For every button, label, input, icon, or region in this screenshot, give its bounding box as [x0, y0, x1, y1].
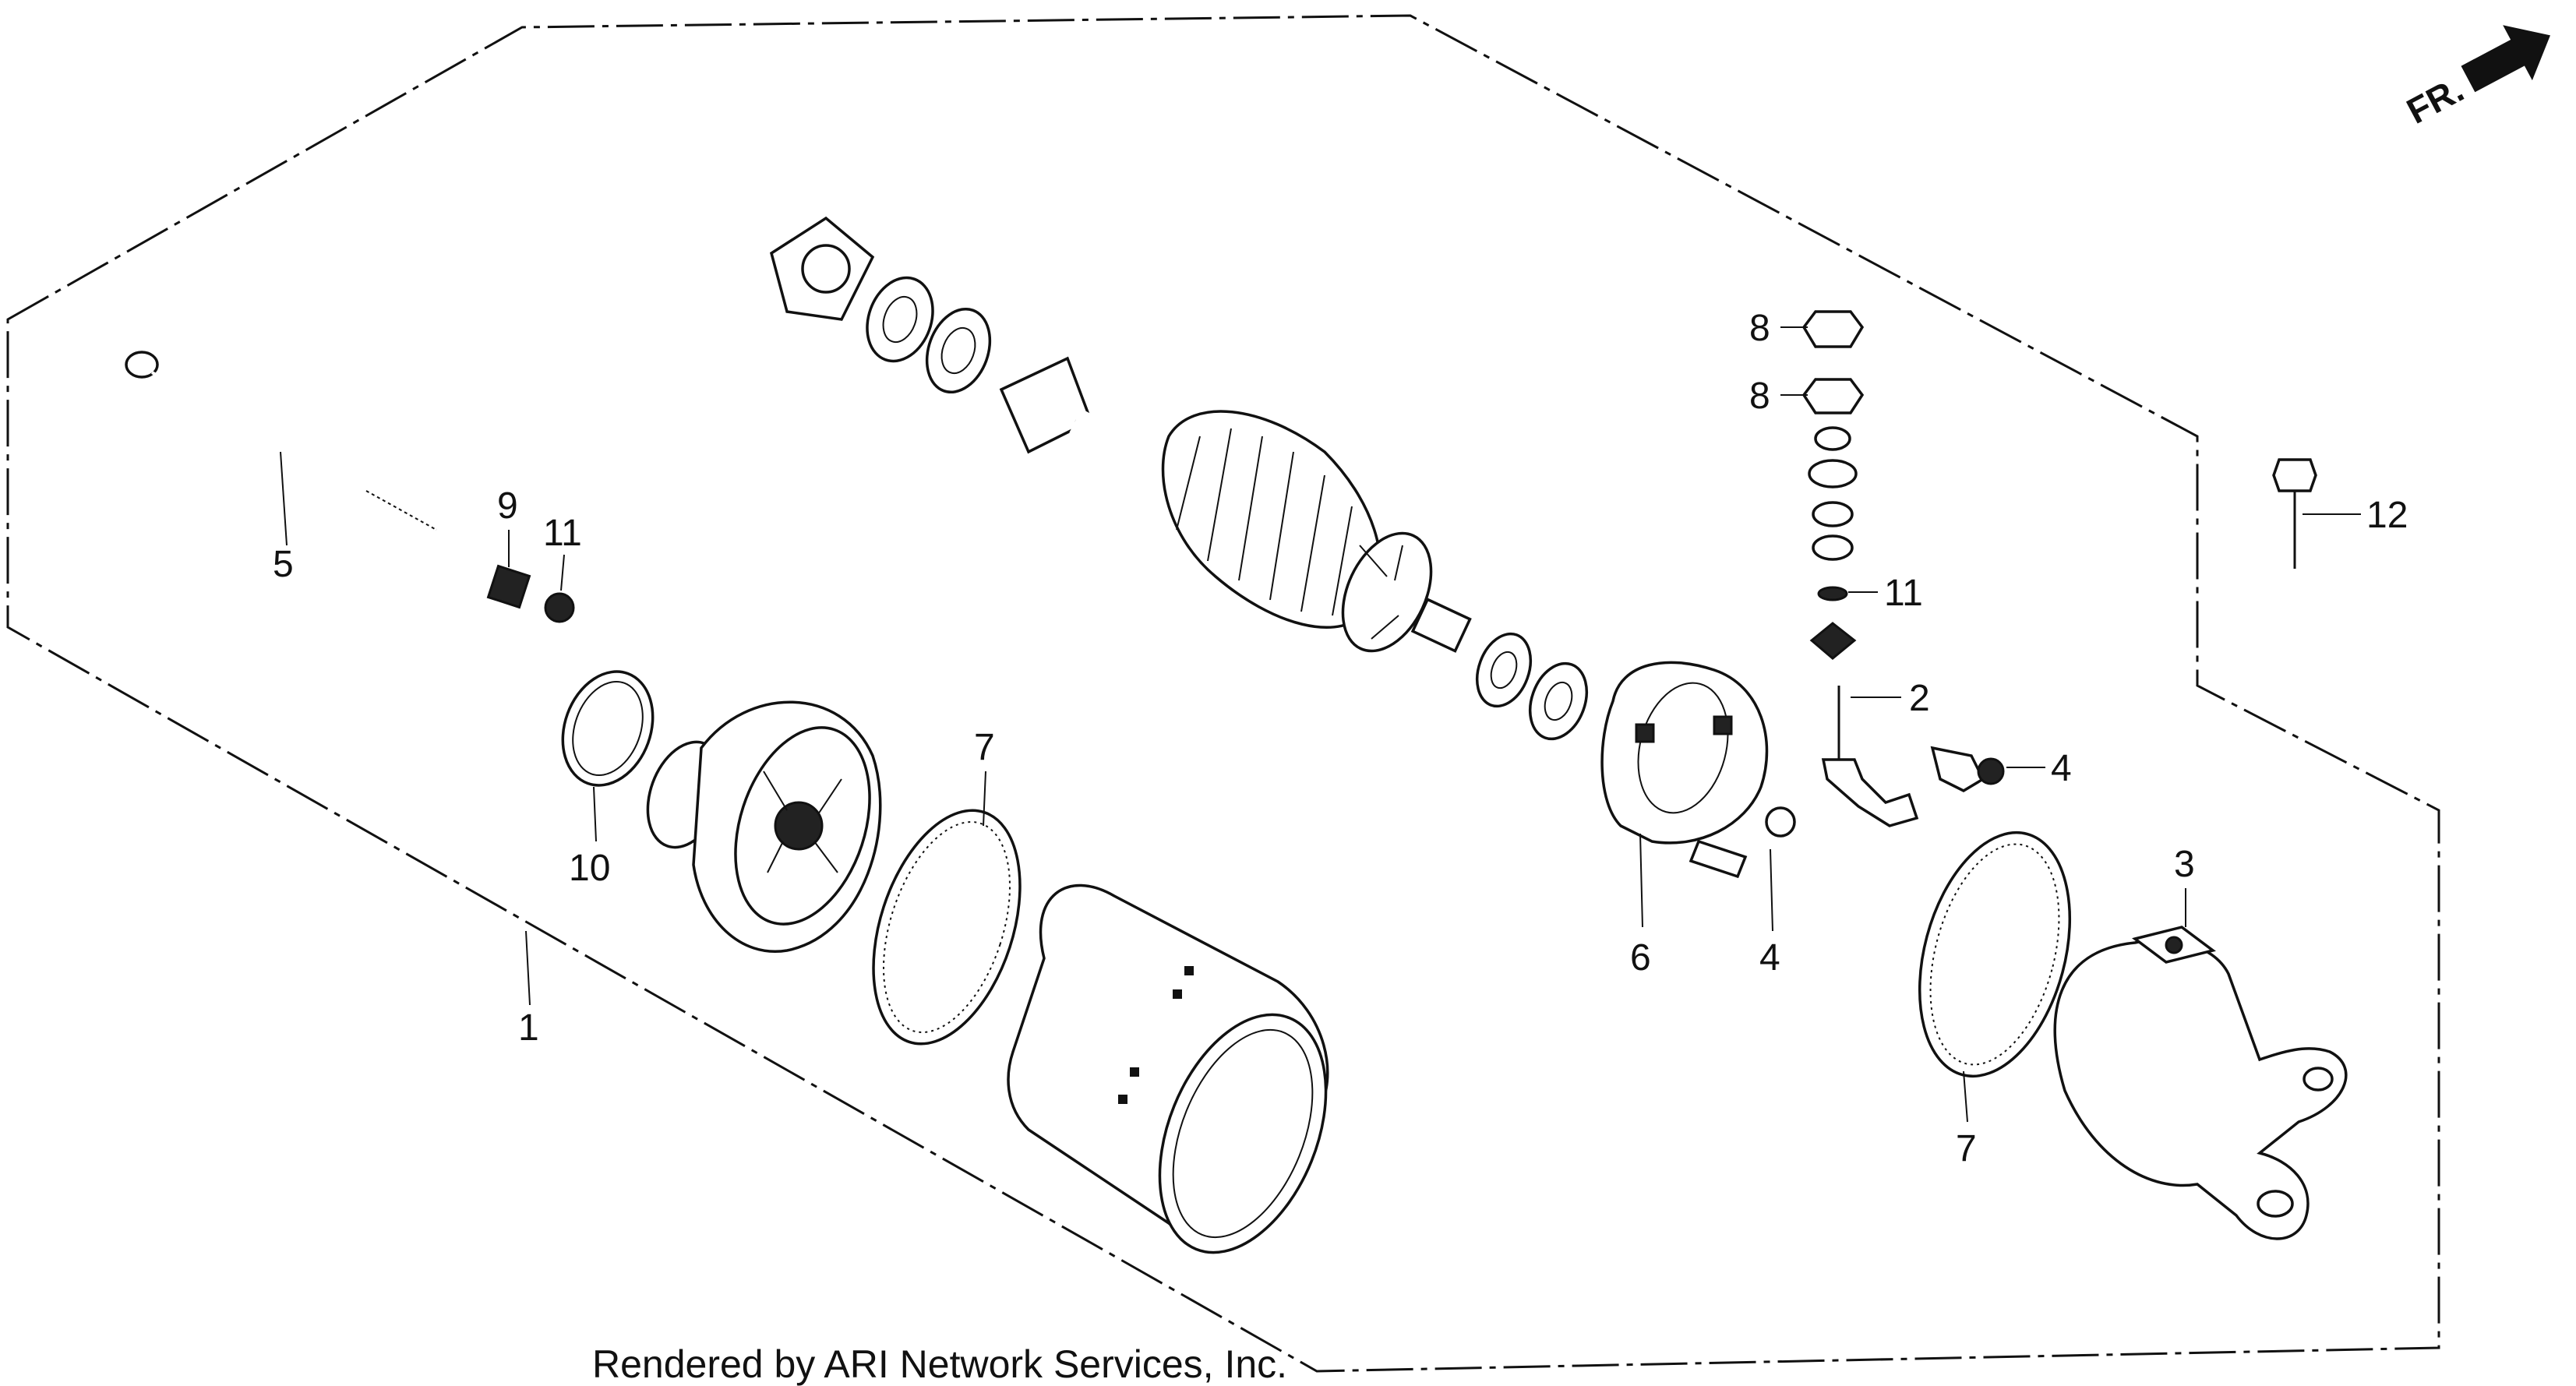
terminal-hardware-stack	[1801, 310, 1865, 660]
lock-washer-left	[544, 592, 575, 623]
callout-4-upper: 4	[2051, 748, 2072, 789]
callout-10: 10	[569, 848, 610, 889]
through-bolt	[125, 351, 437, 531]
leader-11-left	[560, 554, 565, 591]
mounting-bolt	[2272, 458, 2317, 569]
callout-8-top: 8	[1749, 308, 1770, 349]
leader-7-right	[1963, 1070, 1968, 1123]
callout-11-right: 11	[1884, 573, 1923, 614]
callout-1: 1	[518, 1007, 539, 1049]
brush-holder	[1600, 661, 1796, 879]
callout-9: 9	[497, 485, 518, 527]
callout-3: 3	[2174, 844, 2195, 885]
armature	[999, 356, 1472, 653]
armature-washers-rear	[1475, 632, 1588, 741]
leader-7-left	[983, 771, 986, 827]
armature-thrust-plate	[769, 216, 875, 321]
callout-7-left: 7	[974, 727, 995, 768]
insulator-upper	[1930, 746, 2005, 792]
front-cover	[646, 700, 882, 953]
callout-4-lower: 4	[1759, 937, 1780, 979]
callout-12: 12	[2366, 495, 2408, 536]
leader-1	[525, 930, 531, 1006]
leader-6	[1639, 833, 1643, 928]
leader-5	[280, 451, 288, 546]
seal-ring-left	[872, 809, 1022, 1046]
front-direction-indicator: FR.	[2400, 25, 2550, 132]
leader-4-lower	[1770, 848, 1773, 932]
callout-2: 2	[1909, 678, 1930, 719]
callout-7-right: 7	[1956, 1128, 1977, 1169]
armature-washers-top	[866, 276, 992, 394]
front-label: FR.	[2400, 69, 2470, 132]
rear-cover	[2053, 926, 2348, 1240]
callout-8-lower: 8	[1749, 376, 1770, 417]
front-o-ring	[561, 670, 655, 787]
terminal-bolt	[1821, 686, 1919, 827]
motor-yoke	[1007, 883, 1329, 1254]
callout-11-left: 11	[543, 513, 582, 554]
callout-5: 5	[273, 544, 294, 585]
leader-10	[593, 786, 597, 842]
seal-ring-right	[1918, 831, 2072, 1078]
callout-6: 6	[1630, 937, 1651, 979]
square-nut	[486, 564, 531, 609]
assembly-boundary	[6, 14, 2440, 1373]
render-credit: Rendered by ARI Network Services, Inc.	[592, 1342, 1287, 1386]
front-arrow-icon	[2461, 25, 2550, 93]
